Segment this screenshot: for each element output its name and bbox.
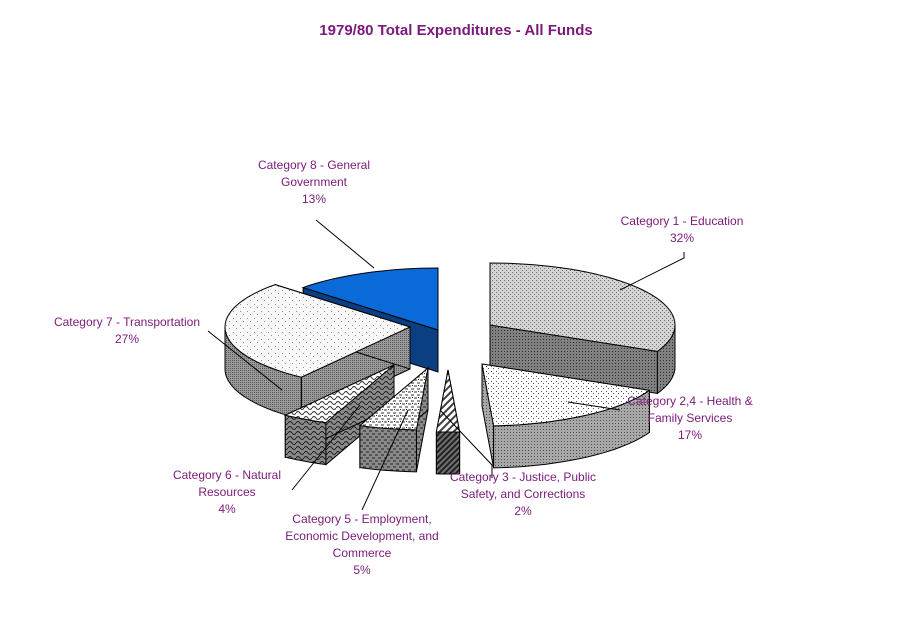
- slice-label-general-government: Category 8 - General Government 13%: [248, 157, 380, 208]
- slice-label-text: Category 3 - Justice, Public Safety, and…: [449, 470, 597, 501]
- slice-top-face: [481, 363, 651, 427]
- leader-lines: [207, 219, 685, 511]
- slice-label-text: Category 6 - Natural Resources: [172, 468, 282, 499]
- slice-top-face: [224, 284, 412, 378]
- leader-line-cat5: [361, 409, 409, 511]
- slice-percent: 2%: [514, 504, 532, 518]
- slice-label-employment: Category 5 - Employment, Economic Develo…: [276, 511, 448, 579]
- leader-line-cat1: [619, 252, 685, 291]
- leader-line-cat8: [315, 219, 375, 269]
- slice-label-natural-resources: Category 6 - Natural Resources 4%: [164, 467, 290, 518]
- leader-line-cat7: [207, 330, 283, 391]
- leader-line-cat24: [567, 401, 621, 411]
- slice-label-education: Category 1 - Education 32%: [596, 213, 768, 247]
- slice-outer-side: [284, 414, 327, 466]
- chart-title: 1979/80 Total Expenditures - All Funds: [319, 22, 593, 39]
- slice-top-face: [358, 366, 429, 431]
- slice-outer-side: [435, 431, 461, 475]
- slice-label-text: Category 2,4 - Health & Family Services: [627, 394, 753, 425]
- slice-cat24: [481, 363, 651, 469]
- slice-label-text: Category 8 - General Government: [257, 158, 371, 189]
- slice-outer-side: [359, 425, 417, 473]
- slice-cat3: [435, 369, 461, 475]
- slice-label-transportation: Category 7 - Transportation 27%: [42, 314, 212, 348]
- slice-label-health: Category 2,4 - Health & Family Services …: [612, 393, 768, 444]
- slice-label-justice: Category 3 - Justice, Public Safety, and…: [440, 469, 606, 520]
- leader-line-cat6: [291, 404, 361, 491]
- slice-percent: 17%: [677, 428, 703, 442]
- slice-label-text: Category 5 - Employment, Economic Develo…: [285, 512, 439, 560]
- slice-percent: 32%: [669, 231, 695, 245]
- slice-cat5: [358, 366, 429, 473]
- slice-top-face: [283, 364, 395, 424]
- slice-label-text: Category 1 - Education: [620, 214, 744, 228]
- slice-percent: 4%: [218, 502, 236, 516]
- slice-top-face: [435, 369, 461, 433]
- slice-cat6: [283, 363, 395, 466]
- leader-line-cat3: [439, 409, 493, 478]
- slice-label-text: Category 7 - Transportation: [53, 315, 201, 329]
- slice-percent: 5%: [353, 563, 371, 577]
- slice-percent: 13%: [301, 192, 327, 206]
- slice-percent: 27%: [114, 332, 140, 346]
- pie-slices: [224, 262, 676, 475]
- slice-top-face: [301, 267, 439, 331]
